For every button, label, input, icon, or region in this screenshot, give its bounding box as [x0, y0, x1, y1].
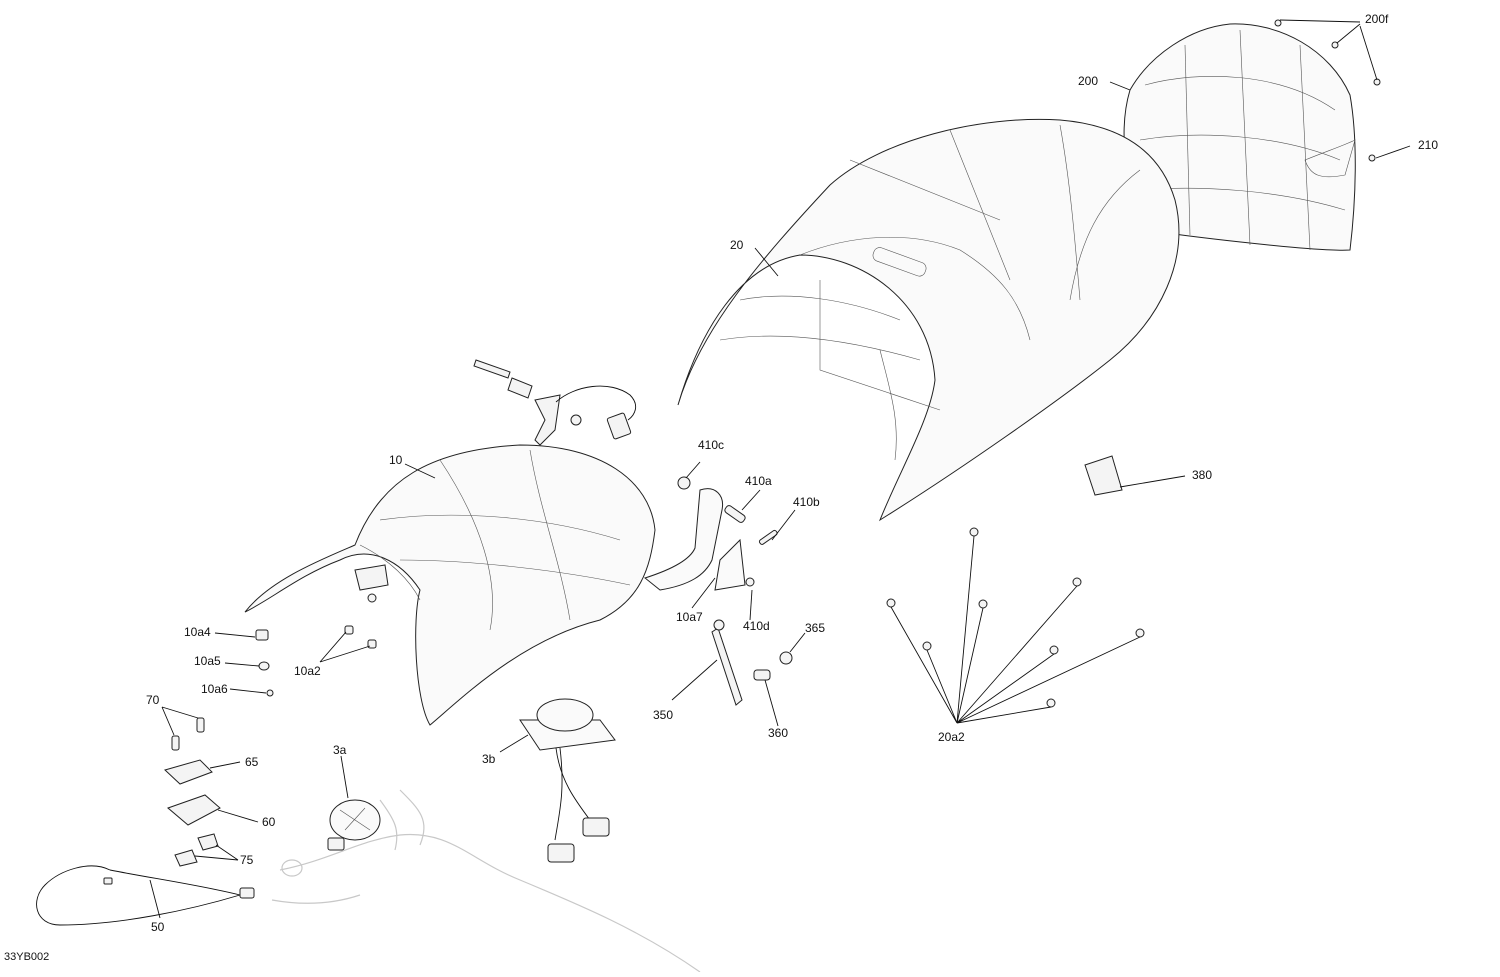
module-3b [519, 698, 616, 863]
backrest-200 [1123, 23, 1356, 251]
callout-410d: 410d [743, 619, 770, 633]
callout-365: 365 [805, 621, 826, 635]
callout-3a: 3a [333, 743, 347, 757]
callout-410b: 410b [793, 495, 820, 509]
callout-10a5: 10a5 [194, 654, 221, 668]
latch-hardware-top [473, 359, 637, 446]
passenger-seat-20 [677, 118, 1180, 522]
callout-350: 350 [653, 708, 674, 722]
callout-10: 10 [389, 453, 403, 467]
callout-75: 75 [240, 853, 254, 867]
wiring-harness-ghost [271, 789, 701, 973]
callout-200f: 200f [1365, 12, 1389, 26]
callout-410c: 410c [698, 438, 725, 452]
sensor-3a [327, 799, 381, 851]
callout-200: 200 [1078, 74, 1099, 88]
support-bracket-410 [643, 488, 746, 591]
callout-10a6: 10a6 [201, 682, 228, 696]
callout-20a2: 20a2 [938, 730, 965, 744]
callout-50: 50 [151, 920, 165, 934]
callout-70: 70 [146, 693, 160, 707]
callout-10a7: 10a7 [676, 610, 703, 624]
leader-lines [149, 19, 1411, 919]
callout-410a: 410a [745, 474, 772, 488]
callout-60: 60 [262, 815, 276, 829]
callout-380: 380 [1192, 468, 1213, 482]
callout-3b: 3b [482, 752, 496, 766]
callout-65: 65 [245, 755, 259, 769]
callout-20: 20 [730, 238, 744, 252]
drawing-id: 33YB002 [4, 951, 50, 963]
hardware-small-parts [164, 19, 1381, 867]
cable-50 [36, 865, 255, 926]
callout-210: 210 [1418, 138, 1439, 152]
callout-10a2: 10a2 [294, 664, 321, 678]
callout-360: 360 [768, 726, 789, 740]
push-fasteners-20a2 [886, 527, 1145, 708]
callout-10a4: 10a4 [184, 625, 211, 639]
rider-seat-10 [244, 444, 656, 726]
